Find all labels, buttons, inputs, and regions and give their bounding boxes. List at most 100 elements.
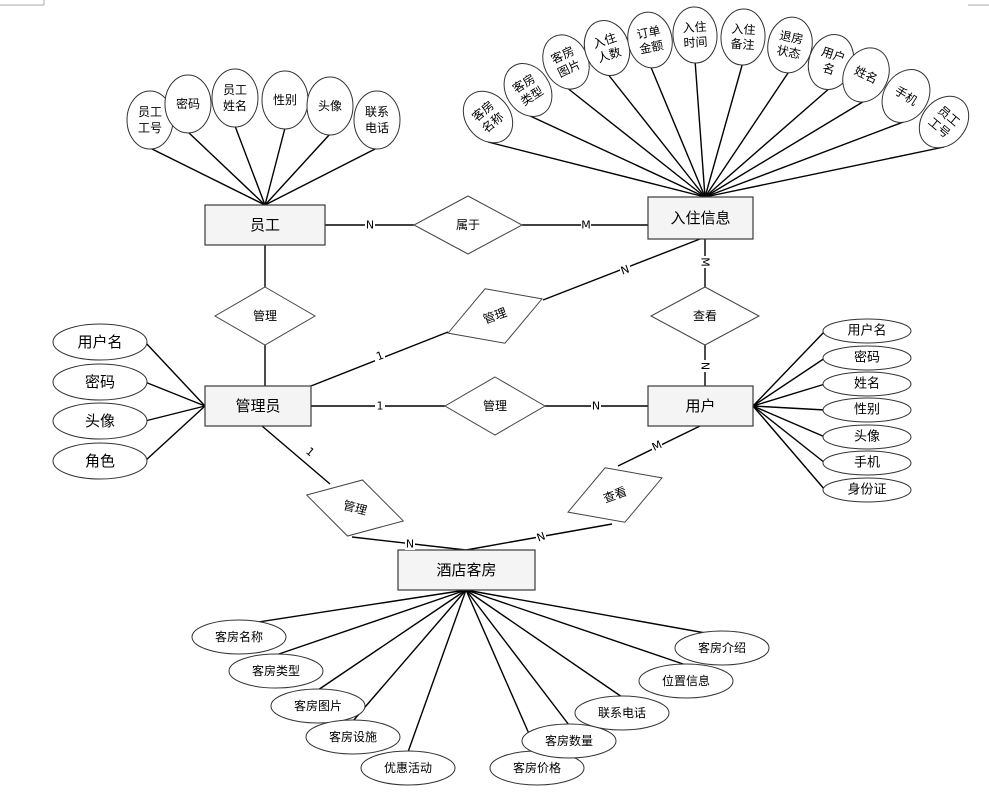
checkin-attr: 姓名 bbox=[842, 47, 890, 103]
checkin-attr-ellipse bbox=[672, 6, 718, 64]
cardinality-mask bbox=[365, 219, 375, 231]
checkin-attr-ellipse bbox=[881, 69, 931, 123]
cardinality-mask bbox=[591, 400, 601, 412]
entity-checkin-box bbox=[647, 196, 754, 240]
edge-employee-attr bbox=[187, 131, 266, 206]
user-attr-ellipse bbox=[822, 397, 912, 423]
cardinality-mask bbox=[305, 446, 315, 458]
cardinality-mask bbox=[620, 264, 630, 276]
relation-diamond bbox=[305, 479, 405, 537]
room-attr-text: 客房名称 bbox=[215, 629, 263, 644]
employee-attr-text: 工号 bbox=[138, 121, 162, 135]
edge-employee-attr bbox=[264, 133, 331, 206]
edge-user-attr bbox=[752, 330, 826, 407]
employee-attr-text: 员工 bbox=[138, 105, 162, 119]
edge-room-attr bbox=[275, 589, 467, 656]
edge-room-attr bbox=[465, 589, 687, 666]
edge-checkin-attr bbox=[704, 99, 867, 198]
user-attr-text: 手机 bbox=[854, 456, 880, 471]
entity-user-label: 用户 bbox=[685, 397, 715, 415]
checkin-attr-text: 备注 bbox=[730, 36, 755, 52]
employee-attr-ellipse bbox=[353, 90, 401, 150]
room-attr-text: 客房数量 bbox=[545, 733, 593, 748]
user-attr-ellipse bbox=[822, 345, 912, 371]
user-attr-ellipse bbox=[822, 318, 912, 344]
room-attr-ellipse bbox=[270, 688, 366, 724]
cardinality-label: N bbox=[366, 219, 374, 232]
employee-attr-text: 联系 bbox=[365, 105, 389, 119]
user-attr-text: 密码 bbox=[854, 350, 880, 366]
checkin-attr: 手机 bbox=[881, 69, 931, 123]
cardinality-mask bbox=[405, 538, 415, 550]
edge-checkin-attr bbox=[565, 86, 706, 198]
relation-view-room: 查看 bbox=[567, 467, 663, 523]
edge-user-attr bbox=[752, 383, 826, 407]
admin-attr-text: 密码 bbox=[85, 373, 115, 391]
checkin-attr-ellipse bbox=[842, 47, 890, 103]
edge-admin-attr bbox=[144, 341, 206, 407]
admin-attr-ellipse bbox=[52, 402, 148, 440]
employee-attr-text: 员工 bbox=[223, 83, 247, 97]
relation-diamond bbox=[412, 195, 524, 255]
checkin-attr-text: 退房 bbox=[778, 28, 804, 47]
cardinality-mask bbox=[652, 440, 662, 452]
checkin-attr: 客房名称 bbox=[462, 90, 514, 144]
entity-user-box bbox=[647, 385, 754, 427]
edge-user-attr bbox=[752, 405, 826, 438]
relation-manage-room: 管理 bbox=[305, 479, 405, 537]
entity-admin-label: 管理员 bbox=[235, 397, 280, 415]
user-attr-ellipse bbox=[822, 450, 912, 476]
user-attr-ellipse bbox=[822, 371, 912, 397]
cardinality-label: 1 bbox=[377, 400, 384, 413]
checkin-attr: 客房类型 bbox=[503, 63, 553, 117]
admin-attr-text: 角色 bbox=[85, 452, 115, 470]
cardinality-label: N bbox=[406, 538, 414, 551]
checkin-attr-ellipse bbox=[462, 90, 514, 144]
room-attr-text: 优惠活动 bbox=[384, 761, 432, 775]
edge-admin-attr bbox=[144, 381, 206, 407]
relation-manage-user: 管理 bbox=[444, 376, 546, 436]
edge-room-attr bbox=[317, 589, 467, 691]
relation-label: 查看 bbox=[693, 309, 717, 323]
cardinality-mask bbox=[375, 350, 385, 362]
edge-user-attr bbox=[752, 405, 826, 464]
user-attr-text: 性别 bbox=[854, 403, 880, 418]
user-attr-text: 头像 bbox=[854, 430, 880, 445]
employee-attr-text: 密码 bbox=[176, 96, 200, 111]
checkin-attr-text: 入住 bbox=[731, 22, 756, 37]
checkin-attr-ellipse bbox=[918, 95, 970, 149]
admin-attr-ellipse bbox=[52, 323, 148, 361]
attribute-ellipses: 员工工号密码员工姓名性别头像联系电话客房名称客房类型客房图片入住人数订单金额入住… bbox=[52, 6, 970, 786]
checkin-attr-text: 名 bbox=[821, 60, 837, 78]
checkin-attr-text: 入住 bbox=[682, 20, 707, 35]
relation-diamond bbox=[649, 286, 761, 346]
edge-checkin-attr bbox=[704, 146, 945, 198]
room-attr-text: 客房类型 bbox=[252, 663, 300, 678]
user-attr-text: 姓名 bbox=[854, 376, 880, 392]
edge-checkin-attr bbox=[527, 114, 706, 198]
entity-boxes: 员工入住信息管理员用户酒店客房 bbox=[204, 196, 754, 591]
cardinality-mask bbox=[700, 256, 710, 268]
edge-checkin-attr bbox=[694, 59, 706, 198]
checkin-attr-ellipse bbox=[627, 11, 673, 69]
entity-employee-box bbox=[204, 204, 326, 246]
edge-room-attr bbox=[465, 589, 570, 726]
admin-attr-ellipse bbox=[52, 363, 148, 401]
cardinality-mask bbox=[581, 219, 591, 231]
entity-admin-box bbox=[204, 385, 312, 427]
cardinality-label: N bbox=[592, 400, 600, 413]
edge-checkin-attr bbox=[704, 69, 791, 198]
room-attr-ellipse bbox=[521, 723, 617, 759]
cardinality-mask bbox=[536, 531, 546, 543]
edge-employee-attr bbox=[264, 127, 286, 206]
entity-employee-label: 员工 bbox=[250, 216, 280, 234]
cardinality-mask bbox=[700, 360, 710, 372]
employee-attr-text: 电话 bbox=[365, 121, 389, 135]
user-attr-text: 身份证 bbox=[847, 482, 886, 498]
edge-checkin-attr bbox=[704, 86, 832, 198]
edge-user-attr bbox=[752, 405, 826, 491]
edge-checkin-attr bbox=[649, 64, 706, 198]
